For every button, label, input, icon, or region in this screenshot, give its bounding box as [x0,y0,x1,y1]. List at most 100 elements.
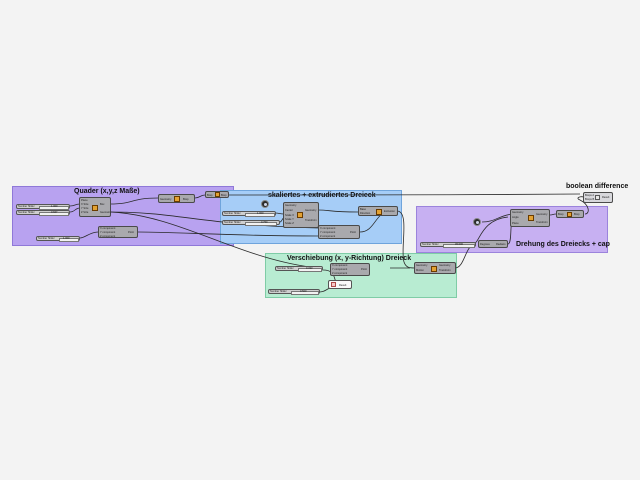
slider-label: Number Slider [422,243,439,246]
slider-track[interactable] [39,212,69,216]
input-label: Scale Z [285,222,294,225]
input-label: Scale Y [285,218,294,221]
output-label: Result [339,284,347,287]
radians-component[interactable]: Degrees Radians [478,240,508,248]
input-label: X Size [81,203,89,206]
move-component[interactable]: Geometry Motion Geometry Transform [414,262,456,274]
number-slider[interactable]: Number Slider 0.500 [268,289,320,295]
input-label: Motion [416,269,424,272]
slider-value: 0.333 [306,267,313,270]
number-slider[interactable]: Number Slider 0.750 [222,220,280,226]
construct-point-component[interactable]: X component Y component Z component Poin… [330,263,370,276]
input-label: Scale X [285,214,294,217]
brep-icon [215,192,220,197]
number-slider[interactable]: Number Slider 0.667 [16,210,70,216]
slider-value: 1.000 [51,205,58,208]
title-boolean-difference: boolean difference [566,183,629,190]
output-label: Point [350,231,356,234]
output-label: Geometry [439,264,451,267]
slider-label: Number Slider [224,212,241,215]
slider-track[interactable] [39,206,69,210]
brep-icon [174,196,180,202]
cap-holes-component[interactable]: Brep Brep [556,210,584,218]
slider-track[interactable] [245,222,277,226]
vector-icon [331,282,336,287]
output-label: Point [361,268,367,271]
input-label: Direction [360,212,371,215]
slider-value: 1.000 [257,212,264,215]
extrude-component[interactable]: Base Direction Extrusion [358,206,398,216]
slider-track[interactable] [443,244,475,248]
input-label: Geometry [416,264,428,267]
number-slider[interactable]: Number Slider 45.000 [420,242,476,248]
output-label: Brep [574,213,580,216]
slider-track[interactable] [298,268,322,272]
input-label: Breps A [585,194,595,197]
input-label: Plane [512,222,519,225]
output-label: Geometry [100,211,112,214]
number-slider[interactable]: Number Slider 1.000 [16,204,70,210]
rotate-icon [528,215,534,221]
input-label: Z component [100,235,116,238]
number-slider[interactable]: Number Slider 0.333 [275,266,323,272]
slider-track[interactable] [291,291,319,295]
slider-label: Number Slider [18,211,35,214]
group-title-drehung: Drehung des Dreiecks + cap [516,241,610,248]
input-label: Z component [320,235,336,238]
input-label: Y Size [81,207,89,210]
slider-track[interactable] [59,238,79,242]
input-label: Z component [332,272,348,275]
cap-icon [567,212,572,217]
slider-label: Number Slider [38,237,55,240]
slider-value: 0.500 [300,290,307,293]
construct-point-component[interactable]: X component Y component Z component Poin… [98,226,138,238]
input-label: X component [320,227,336,230]
input-label: Geometry [160,198,172,201]
extrude-icon [376,209,382,215]
input-label: Center [285,209,293,212]
input-label: Brep [558,213,564,216]
output-label: Transform [305,219,317,222]
output-label: Transform [536,221,548,224]
slider-label: Number Slider [277,267,294,270]
slider-label: Number Slider [270,290,287,293]
input-label: X component [100,227,116,230]
group-title-quader: Quader (x,y,z Maße) [74,188,140,195]
input-label: Brep [207,194,213,197]
input-label: Angle [512,216,519,219]
output-label: Transform [439,269,451,272]
solid-difference-icon [595,195,600,200]
output-label: Radians [496,243,506,246]
slider-value: 45.000 [455,243,463,246]
slider-label: Number Slider [224,221,241,224]
group-title-skaliert: skaliertes + extrudiertes Dreieck [268,192,376,199]
input-label: Y component [332,268,348,271]
output-label: Geometry [536,213,548,216]
input-label: X component [332,264,348,267]
scale-nu-component[interactable]: Geometry Center Scale X Scale Y Scale Z … [283,202,319,228]
input-label: Y component [320,231,336,234]
rotate-component[interactable]: Geometry Angle Plane Geometry Transform [510,209,550,227]
input-label: Y component [100,231,116,234]
number-slider[interactable]: Number Slider 1.000 [36,236,80,242]
slider-track[interactable] [245,213,275,217]
input-label: Geometry [512,211,524,214]
solid-difference-component[interactable]: Breps A Breps B Result [583,192,613,203]
number-slider[interactable]: Number Slider 1.000 [222,211,276,217]
construct-point-component[interactable]: X component Y component Z component Poin… [318,225,360,239]
input-label: Plane [81,199,88,202]
unit-z-orb-icon[interactable] [261,200,269,208]
output-label: Extrusion [384,210,395,213]
slider-label: Number Slider [18,205,35,208]
brep-param-b[interactable]: Brep Brep [205,191,229,198]
output-label: Result [602,196,610,199]
slider-value: 0.667 [51,211,58,214]
unit-vector-component[interactable]: Result [328,280,352,289]
box-component[interactable]: Plane X Size Y Size Z Size Box Geometry [79,197,111,217]
output-label: Brep [221,194,227,197]
brep-param-a[interactable]: Geometry Brep [158,194,195,203]
unit-z-orb-icon[interactable] [473,218,481,226]
move-icon [431,266,437,272]
